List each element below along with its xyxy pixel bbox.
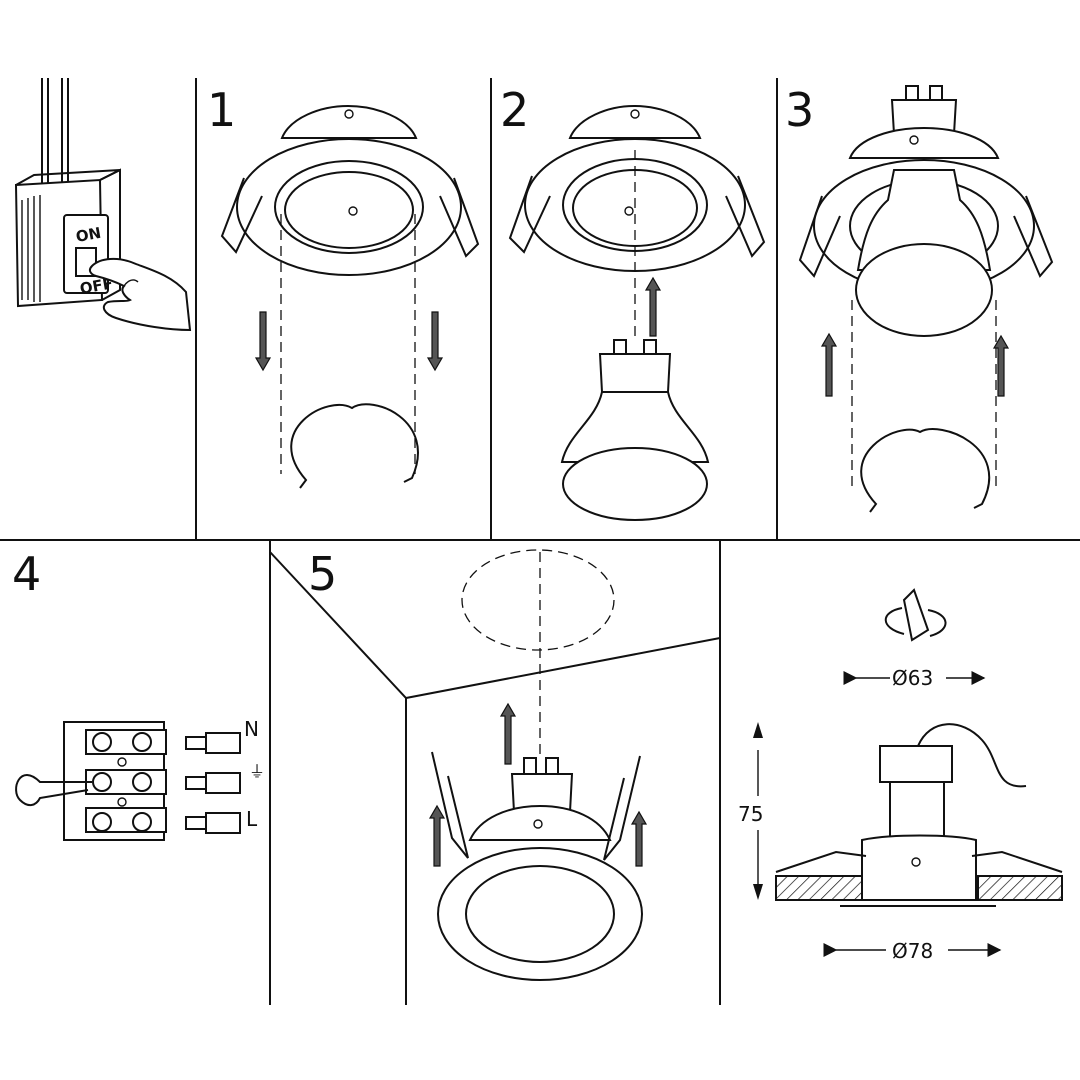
- panel-grid: [0, 78, 1080, 1005]
- step-number-4: 4: [12, 547, 41, 601]
- step-number-3: 3: [785, 83, 814, 137]
- terminal-label-ground: ⏚: [249, 762, 265, 781]
- step1-illustration: [220, 104, 480, 489]
- terminal-block-illustration: [15, 721, 241, 841]
- hole-saw-icon: [884, 588, 947, 642]
- step5-illustration: [269, 549, 721, 1005]
- step-number-5: 5: [308, 547, 337, 601]
- terminal-label-neutral: N: [244, 717, 259, 741]
- dimensions-illustration: [753, 588, 1063, 957]
- switch-on-label: ON: [74, 224, 102, 246]
- gu10-lamp-icon: [560, 339, 710, 521]
- step-number-1: 1: [207, 83, 236, 137]
- outer-diameter-label: Ø78: [892, 939, 933, 963]
- switch-off-label: OFF: [78, 274, 114, 298]
- cutout-diameter-label: Ø63: [892, 666, 933, 690]
- height-dimension-label: 75: [738, 802, 763, 826]
- step-number-2: 2: [500, 83, 529, 137]
- step2-illustration: [508, 104, 766, 521]
- step3-illustration: [798, 85, 1054, 513]
- hand-icon: [88, 258, 192, 332]
- terminal-label-live: L: [246, 807, 258, 831]
